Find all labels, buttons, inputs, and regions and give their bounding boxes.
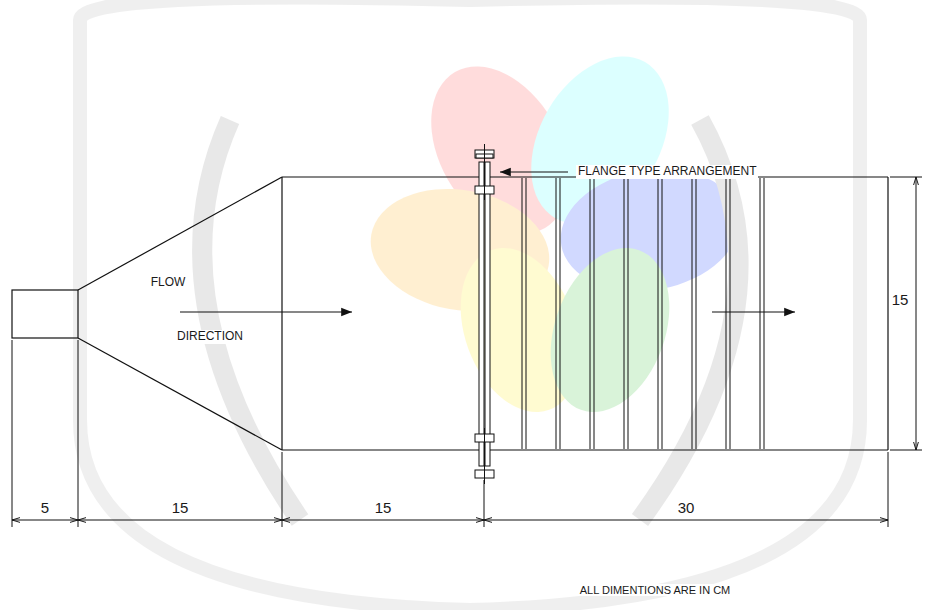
note: ALL DIMENTIONS ARE IN CM bbox=[578, 584, 733, 596]
part-label: FLANGE TYPE ARRANGEMENT bbox=[576, 165, 758, 178]
flow-label: DIRECTION bbox=[175, 330, 245, 343]
plate-stroke bbox=[526, 178, 527, 449]
watermark bbox=[80, 0, 860, 610]
plate-stroke bbox=[590, 178, 591, 449]
plate-stroke bbox=[658, 178, 659, 449]
plate-stroke bbox=[628, 178, 629, 449]
duct-outline bbox=[12, 177, 888, 450]
flow-label: FLOW bbox=[149, 276, 188, 289]
dimension-lines bbox=[12, 177, 922, 527]
dimension: 30 bbox=[676, 500, 697, 517]
perforated-plates bbox=[522, 178, 764, 449]
plate-stroke bbox=[594, 178, 595, 449]
dimension: 15 bbox=[373, 500, 394, 517]
dimension: 5 bbox=[39, 500, 51, 517]
dimension: 15 bbox=[890, 292, 911, 309]
plate-stroke bbox=[760, 178, 761, 449]
plate-stroke bbox=[624, 178, 625, 449]
plate-stroke bbox=[730, 178, 731, 449]
plate-stroke bbox=[764, 178, 765, 449]
plate-stroke bbox=[560, 178, 561, 449]
flange bbox=[475, 144, 494, 484]
dimension: 15 bbox=[170, 500, 191, 517]
plate-stroke bbox=[692, 178, 693, 449]
plate-stroke bbox=[696, 178, 697, 449]
flow-arrows bbox=[180, 172, 795, 312]
plate-stroke bbox=[726, 178, 727, 449]
plate-stroke bbox=[522, 178, 523, 449]
plate-stroke bbox=[556, 178, 557, 449]
plate-stroke bbox=[662, 178, 663, 449]
